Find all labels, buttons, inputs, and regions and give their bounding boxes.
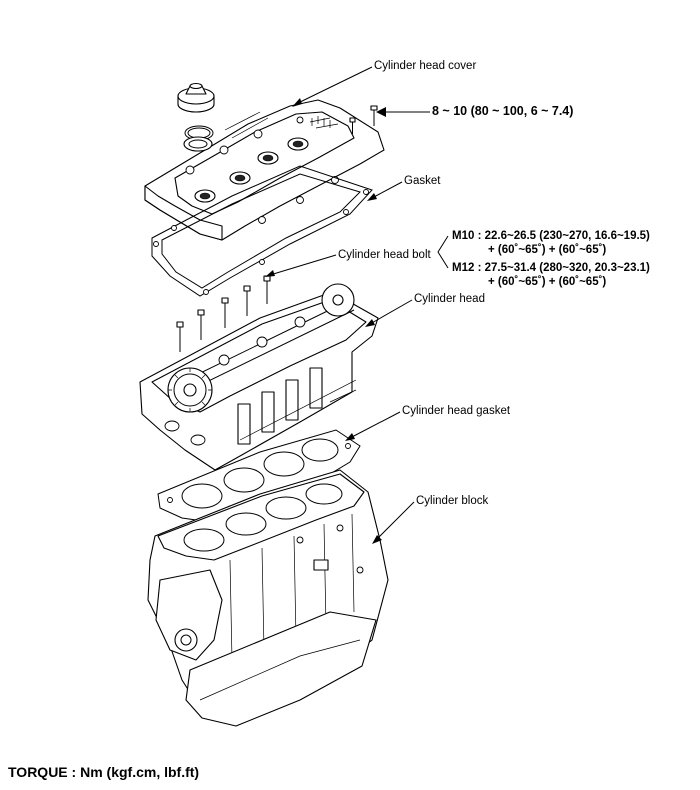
oil-filler-cap [177,82,215,113]
cylinder-head [139,283,379,471]
torque-cover-bolt: 8 ~ 10 (80 ~ 100, 6 ~ 7.4) [432,104,574,118]
torque-unit-footer: TORQUE : Nm (kgf.cm, lbf.ft) [8,764,200,780]
label-gasket: Gasket [404,175,441,187]
label-cylinder-head-cover: Cylinder head cover [374,60,477,72]
head-cover-gasket [151,165,373,297]
torque-m10-line1: M10 : 22.6~26.5 (230~270, 16.6~19.5) [452,230,650,242]
torque-m10-line2: + (60˚~65˚) + (60˚~65˚) [488,244,607,256]
cylinder-head-cover [144,99,385,241]
leader-lines [265,66,449,544]
label-cylinder-head: Cylinder head [414,293,485,305]
cylinder-block [147,469,389,727]
label-cylinder-block: Cylinder block [416,495,489,507]
torque-m12-line1: M12 : 27.5~31.4 (280~320, 20.3~23.1) [452,262,650,274]
torque-m12-line2: + (60˚~65˚) + (60˚~65˚) [488,276,607,288]
cover-bolt [349,105,378,134]
label-cylinder-head-gasket: Cylinder head gasket [402,405,511,417]
label-cylinder-head-bolt: Cylinder head bolt [338,249,431,261]
cylinder-head-bolts [176,275,271,352]
